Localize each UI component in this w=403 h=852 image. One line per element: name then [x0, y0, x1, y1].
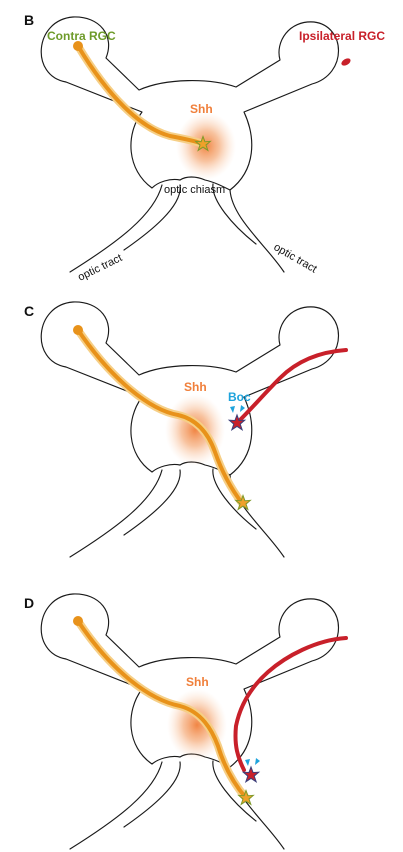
optic-tract-right-label: optic tract	[272, 241, 319, 275]
ipsi-rgc-soma	[341, 58, 351, 66]
optic-tract-left-outline	[69, 761, 163, 850]
shh-label: Shh	[186, 675, 209, 689]
optic-tract-right-inner	[212, 468, 257, 530]
ipsi-rgc-label: Ipsilateral RGC	[299, 29, 385, 43]
ipsi-axon	[233, 636, 348, 772]
optic-tract-left-label: optic tract	[76, 252, 124, 284]
contra-axon	[76, 619, 248, 800]
optic-tract-left-inner	[123, 184, 181, 251]
optic-tract-left-outline	[69, 184, 163, 273]
optic-tract-right-inner	[212, 183, 257, 245]
brain-outline	[40, 301, 339, 476]
contra-axon	[76, 44, 205, 146]
ipsi-axon	[238, 348, 348, 422]
boc-receptor-icon	[245, 759, 250, 766]
boc-label: Boc	[228, 390, 251, 404]
optic-tract-right-outline	[229, 766, 285, 850]
optic-tract-left-inner	[123, 761, 181, 828]
optic-tract-left-outline	[69, 469, 163, 558]
optic-tract-right-outline	[229, 474, 285, 558]
contra-axon	[76, 328, 244, 505]
panel-letter: B	[24, 12, 34, 28]
panel-d: D Shh	[24, 593, 348, 850]
brain-outline	[40, 16, 339, 191]
optic-tract-left-inner	[123, 469, 181, 536]
boc-receptor-icon	[230, 406, 235, 413]
brain-outline	[40, 593, 339, 768]
boc-receptor-icon	[240, 405, 245, 412]
optic-tract-right-outline	[229, 189, 285, 273]
shh-label: Shh	[184, 380, 207, 394]
contra-rgc-soma	[73, 616, 83, 626]
shh-label: Shh	[190, 102, 213, 116]
contra-rgc-soma	[73, 325, 83, 335]
boc-receptor-icon	[255, 758, 260, 765]
panel-letter: C	[24, 303, 34, 319]
optic-chiasm-label: optic chiasm	[164, 184, 225, 196]
panel-letter: D	[24, 595, 34, 611]
panel-c: C Shh Boc	[24, 301, 348, 558]
contra-rgc-soma	[73, 41, 83, 51]
contra-rgc-label: Contra RGC	[47, 29, 116, 43]
panel-b: B Contra RGC Ipsilateral RGC Shh optic c…	[24, 12, 385, 284]
optic-tract-right-inner	[212, 760, 257, 822]
